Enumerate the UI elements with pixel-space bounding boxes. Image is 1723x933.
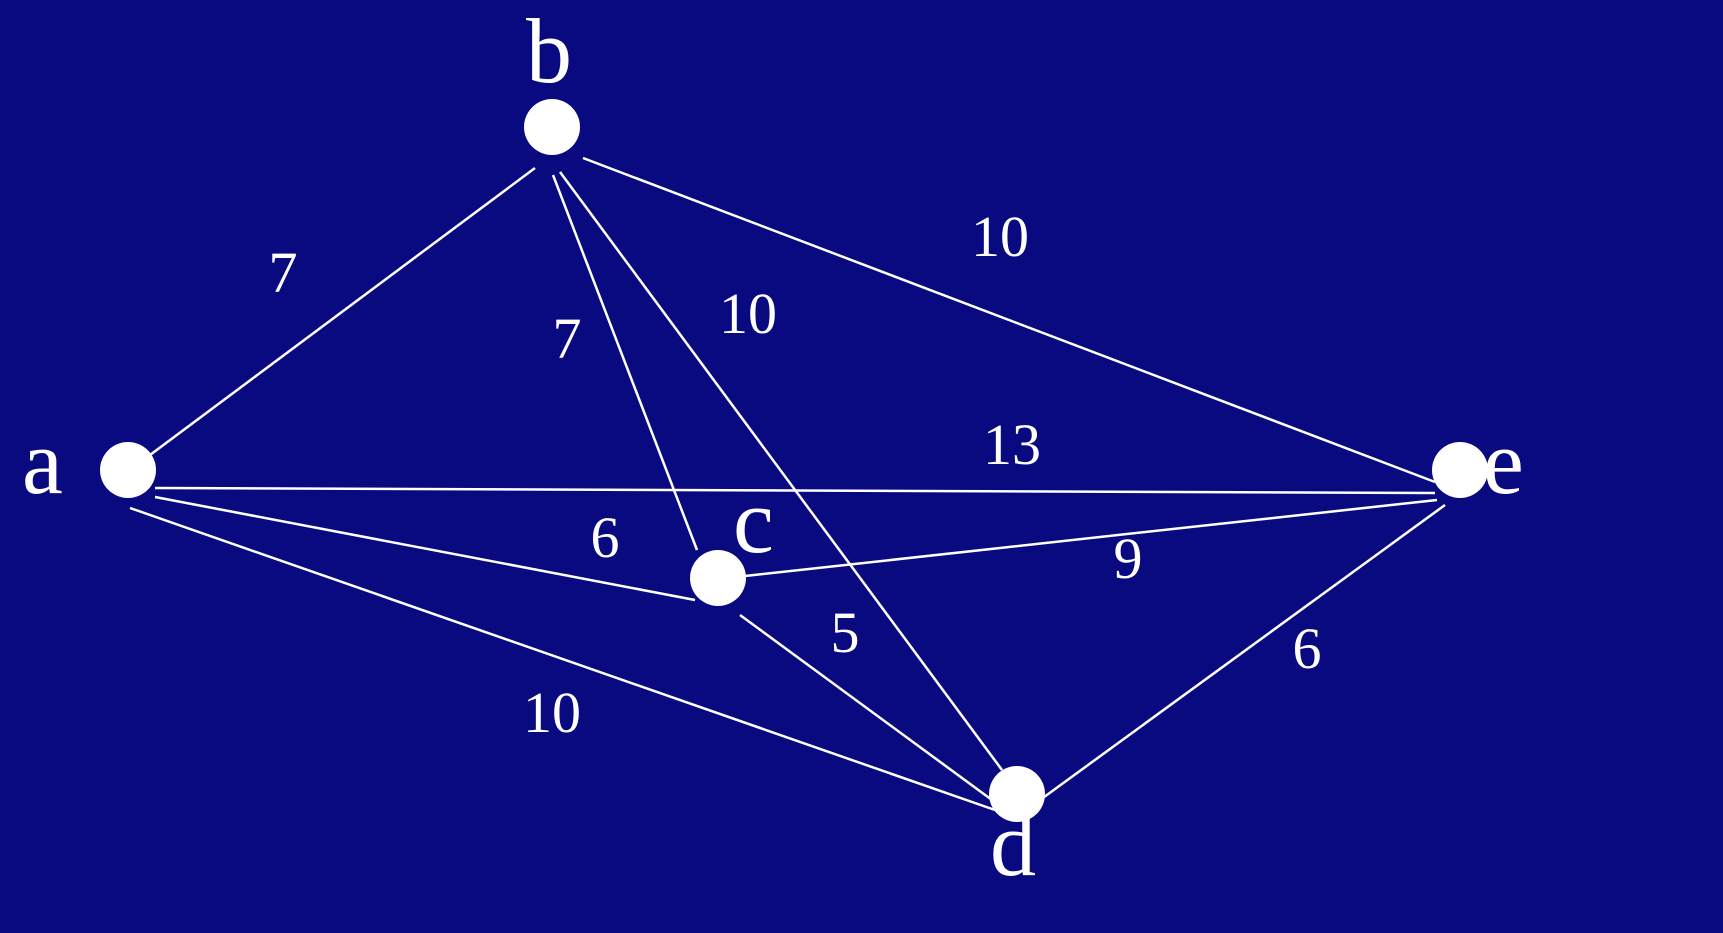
node-label-e: e xyxy=(1483,411,1524,513)
node-c xyxy=(690,550,746,606)
labels-layer: a b c d e xyxy=(22,0,1524,895)
edge-c-e xyxy=(744,498,1438,578)
edge-a-c xyxy=(154,495,696,602)
edge-c-d xyxy=(739,613,993,802)
edge-weight-b-c: 7 xyxy=(553,306,582,371)
nodes-layer xyxy=(100,99,1488,822)
node-e xyxy=(1432,442,1488,498)
edge-weight-b-d: 10 xyxy=(719,281,777,346)
node-label-a: a xyxy=(22,411,63,513)
edge-weight-a-b: 7 xyxy=(269,240,298,305)
node-a xyxy=(100,442,156,498)
edge-a-b xyxy=(149,166,536,457)
edge-b-d xyxy=(558,171,1004,771)
edge-weight-c-d: 5 xyxy=(831,600,860,665)
edge-weight-a-c: 6 xyxy=(591,505,620,570)
edge-b-c xyxy=(551,174,699,551)
edge-weight-d-e: 6 xyxy=(1293,616,1322,681)
edges-layer xyxy=(129,156,1446,812)
node-b xyxy=(524,99,580,155)
edge-weight-a-e: 13 xyxy=(983,412,1041,477)
edge-weight-c-e: 9 xyxy=(1114,526,1143,591)
edge-a-e xyxy=(154,486,1436,495)
node-label-b: b xyxy=(526,0,572,102)
node-d xyxy=(989,766,1045,822)
edge-weight-b-e: 10 xyxy=(971,204,1029,269)
node-label-d: d xyxy=(990,793,1036,895)
edge-a-d xyxy=(129,506,996,812)
edge-d-e xyxy=(1039,503,1446,802)
edge-b-e xyxy=(582,156,1436,484)
node-label-c: c xyxy=(733,470,774,572)
edge-weight-a-d: 10 xyxy=(523,680,581,745)
weights-layer: 7 7 10 10 13 6 9 5 10 6 xyxy=(269,204,1322,745)
